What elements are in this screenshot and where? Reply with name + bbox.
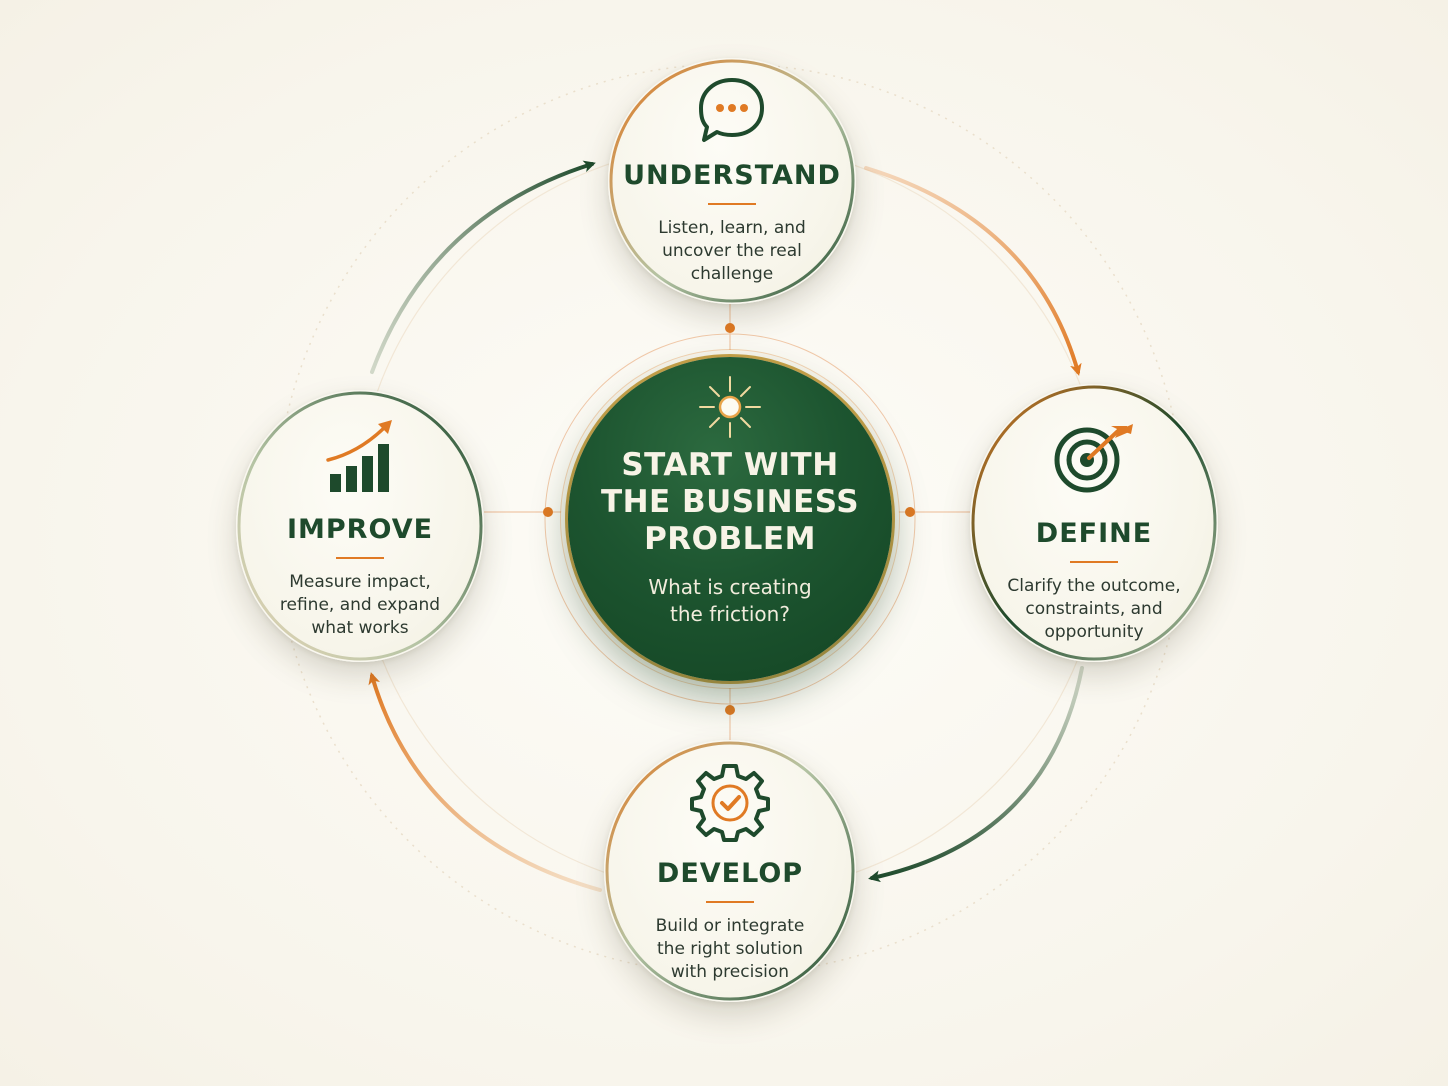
step-description: Clarify the outcome, constraints, and op… xyxy=(1007,576,1181,642)
connector-dot-right xyxy=(905,507,915,517)
step-define[interactable]: DEFINE Clarify the outcome, constraints,… xyxy=(970,384,1218,662)
step-description: Listen, learn, and uncover the real chal… xyxy=(658,218,806,284)
step-title: DEVELOP xyxy=(656,858,804,889)
step-divider xyxy=(336,557,384,559)
connector-dot-left xyxy=(543,507,553,517)
arrow-improve-to-understand xyxy=(370,160,596,374)
step-title: UNDERSTAND xyxy=(623,160,841,191)
connector-dot-bottom xyxy=(725,705,735,715)
connector-dot-top xyxy=(725,323,735,333)
arrow-define-to-develop xyxy=(868,666,1084,883)
step-divider xyxy=(706,901,754,903)
step-description: Build or integrate the right solution wi… xyxy=(655,916,805,982)
step-title: DEFINE xyxy=(1035,518,1153,549)
target-arrow-icon xyxy=(1054,424,1133,493)
step-improve[interactable]: IMPROVE Measure impact, refine, and expa… xyxy=(236,390,484,662)
step-description: Measure impact, refine, and expand what … xyxy=(279,572,441,638)
center-subtitle: What is creating the friction? xyxy=(648,575,812,626)
step-divider xyxy=(708,203,756,205)
step-title: IMPROVE xyxy=(286,514,434,545)
center-hub: START WITH THE BUSINESS PROBLEM What is … xyxy=(568,357,892,681)
arrow-develop-to-improve xyxy=(368,672,602,892)
gear-check-icon xyxy=(690,764,770,842)
chat-bubble-icon xyxy=(699,78,764,142)
arrow-understand-to-define xyxy=(864,166,1082,376)
step-develop[interactable]: DEVELOP Build or integrate the right sol… xyxy=(604,740,856,1002)
center-title: START WITH THE BUSINESS PROBLEM xyxy=(600,447,860,557)
compass-star-icon xyxy=(699,376,761,438)
growth-chart-icon xyxy=(326,420,392,492)
step-divider xyxy=(1070,561,1118,563)
step-understand[interactable]: UNDERSTAND Listen, learn, and uncover th… xyxy=(608,58,856,304)
